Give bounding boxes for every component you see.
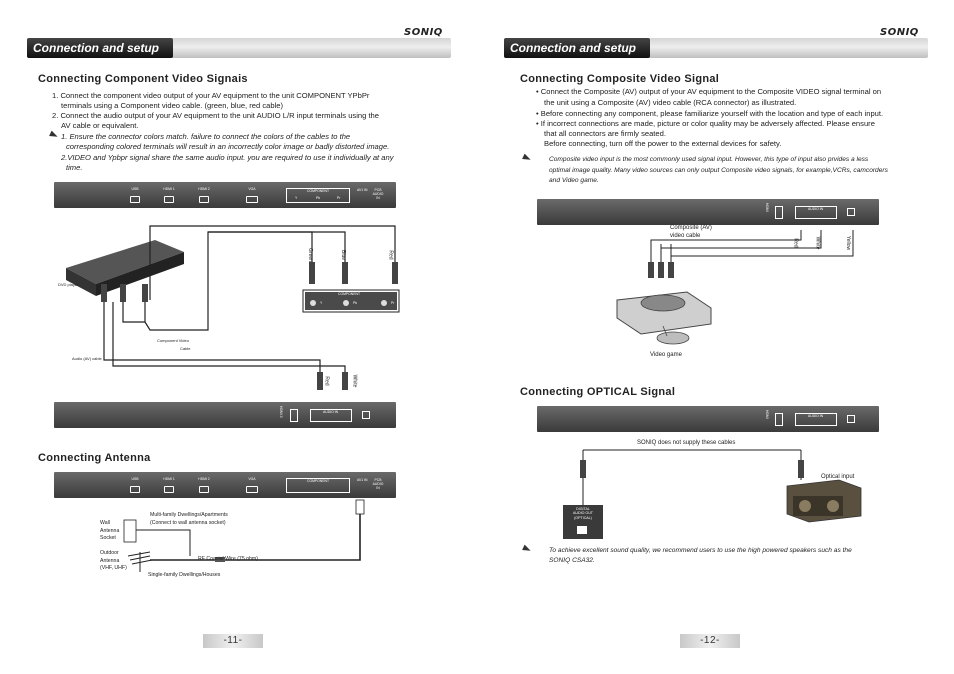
optical-supply-note: SONIQ does not supply these cables: [637, 440, 736, 446]
page-number-bar: -11-: [203, 634, 263, 648]
pcb-audio-label: PCB AUDIO IN: [372, 478, 384, 490]
component-note-line: 1. Ensure the connector colors match. fa…: [61, 132, 351, 141]
header-bar: Connection and setup: [27, 38, 451, 58]
usb-port: USB: [126, 187, 144, 203]
composite-note-line: Composite video input is the most common…: [549, 156, 869, 163]
hdmi2-port: HDMI 2: [195, 477, 213, 493]
component-step-line: 2. Connect the audio output of your AV e…: [52, 111, 380, 120]
single-family-label: Single-family Dwellings/Houses: [148, 572, 221, 578]
tv-rear-panel-composite: HDMI AUDIO IN: [537, 199, 879, 225]
digital-out-label: DIGITAL AUDIO OUT (OPTICAL): [573, 507, 593, 520]
tv-rear-panel-top: USB HDMI 1 HDMI 2 VGA COMPONENT Y Pb Pr …: [54, 182, 396, 208]
brand-logo: SONIQ: [880, 27, 919, 38]
dvd-player-label: DVD player: [58, 282, 79, 287]
dvd-player-top: [66, 240, 184, 284]
component-note-line: corresponding colored terminals will res…: [66, 142, 390, 151]
composite-bullet-line: • Connect the Composite (AV) output of y…: [536, 87, 882, 96]
optical-port: [847, 415, 855, 423]
hdmi3-label: HDMI 3: [279, 406, 283, 418]
composite-bullet-line: • If incorrect connections are made, pic…: [536, 119, 875, 128]
component-note-line: time.: [66, 163, 83, 172]
composite-bullet-line: Before connecting, turn off the power to…: [544, 139, 782, 148]
outdoor-antenna-shape: [127, 551, 151, 557]
antenna-section-title: Connecting Antenna: [38, 452, 151, 464]
component-step-line: 1. Connect the component video output of…: [52, 91, 370, 100]
composite-section-title: Connecting Composite Video Signal: [520, 73, 720, 85]
component-cable-label-2: Cable: [180, 346, 191, 351]
page-number: -12-: [700, 635, 720, 646]
composite-bullet-line: that all connectors are firmly seated.: [544, 129, 666, 138]
audio-in-group: AUDIO IN: [795, 206, 837, 219]
audio-in-group: AUDIO IN: [310, 409, 352, 422]
hdmi-port: [775, 206, 783, 219]
game-controller: [656, 331, 690, 345]
component-input-group: COMPONENT: [286, 478, 350, 493]
av-in-label: AV1 IN: [357, 478, 368, 482]
component-step-line: AV cable or equivalent.: [61, 121, 139, 130]
hdmi1-port: HDMI 1: [160, 187, 178, 203]
vga-port: VGA: [242, 187, 262, 203]
page-right: SONIQ Connection and setup Connecting Co…: [477, 0, 954, 674]
composite-bullet-line: the unit using a Composite (AV) video ca…: [544, 98, 797, 107]
optical-port: [362, 411, 370, 419]
wall-socket-shape: [123, 519, 137, 543]
page-number-bar: -12-: [680, 634, 740, 648]
hdmi-port: [775, 413, 783, 426]
component-cable-label: Component Video: [157, 338, 189, 343]
brand-logo: SONIQ: [404, 27, 443, 38]
tv-rear-panel-optical: HDMI AUDIO IN: [537, 406, 879, 432]
optical-note-line: SONIQ CSA32.: [549, 557, 595, 564]
component-diagram-lines: [66, 225, 400, 390]
video-game-console: [616, 291, 712, 335]
usb-port: USB: [126, 477, 144, 493]
hdmi3-port: [290, 409, 298, 422]
optical-diagram-lines: [563, 449, 862, 539]
composite-note-line: optimal image quality. Many video source…: [549, 167, 888, 174]
component-note-line: 2.VIDEO and Ypbpr signal share the same …: [61, 153, 394, 162]
composite-diagram-lines: [616, 230, 854, 345]
component-step-line: terminals using a Component video cable.…: [61, 101, 284, 110]
component-box-pin: Pb: [353, 301, 358, 305]
hdmi2-port: HDMI 2: [195, 187, 213, 203]
header-title: Connection and setup: [27, 38, 173, 58]
antenna-diagram-lines: [123, 499, 365, 572]
composite-note-line: and Video game.: [549, 177, 599, 184]
pcb-audio-label: PCB AUDIO IN: [372, 188, 384, 200]
rf-cable-label: RF Coaxial Wire (75 ohm): [198, 556, 258, 562]
component-input-group: COMPONENT Y Pb Pr: [286, 188, 350, 203]
tv-rear-panel-antenna: USB HDMI 1 HDMI 2 VGA COMPONENT AV1 IN P…: [54, 472, 396, 498]
composite-cable-label: Composite (AV) video cable: [670, 225, 712, 239]
hdmi1-port: HDMI 1: [160, 477, 178, 493]
page-number: -11-: [223, 635, 243, 646]
page-left: SONIQ Connection and setup Connecting Co…: [27, 27, 451, 648]
component-section-title: Connecting Component Video Signais: [38, 73, 248, 85]
component-box-pin: Y: [320, 301, 323, 305]
audio-in-group: AUDIO IN: [795, 413, 837, 426]
tv-rear-panel-bottom: HDMI 3 AUDIO IN: [54, 402, 396, 428]
outdoor-antenna-label: Outdoor Antenna (VHF, UHF): [100, 550, 127, 571]
header-title: Connection and setup: [504, 38, 650, 58]
multi-family-label: Multi-family Dwellings/Apartments (Conne…: [150, 512, 228, 526]
optical-note-line: To achieve excellent sound quality, we r…: [549, 547, 852, 554]
component-box-label: COMPONENT: [338, 292, 361, 296]
component-box-pin: Pr: [391, 301, 395, 305]
av-in-label: AV1 IN: [357, 188, 368, 192]
optical-input-label: Optical input: [821, 474, 855, 480]
wall-socket-label: Wall Antenna Socket: [100, 520, 120, 541]
header-bar: Connection and setup: [504, 38, 928, 58]
vga-port: VGA: [242, 477, 262, 493]
optical-section-title: Connecting OPTICAL Signal: [520, 386, 676, 398]
composite-bullet-line: • Before connecting any component, pleas…: [536, 109, 884, 118]
av-cable-label: Audio (AV) cable: [72, 356, 102, 361]
video-game-label: Video game: [650, 352, 682, 358]
optical-port: [847, 208, 855, 216]
